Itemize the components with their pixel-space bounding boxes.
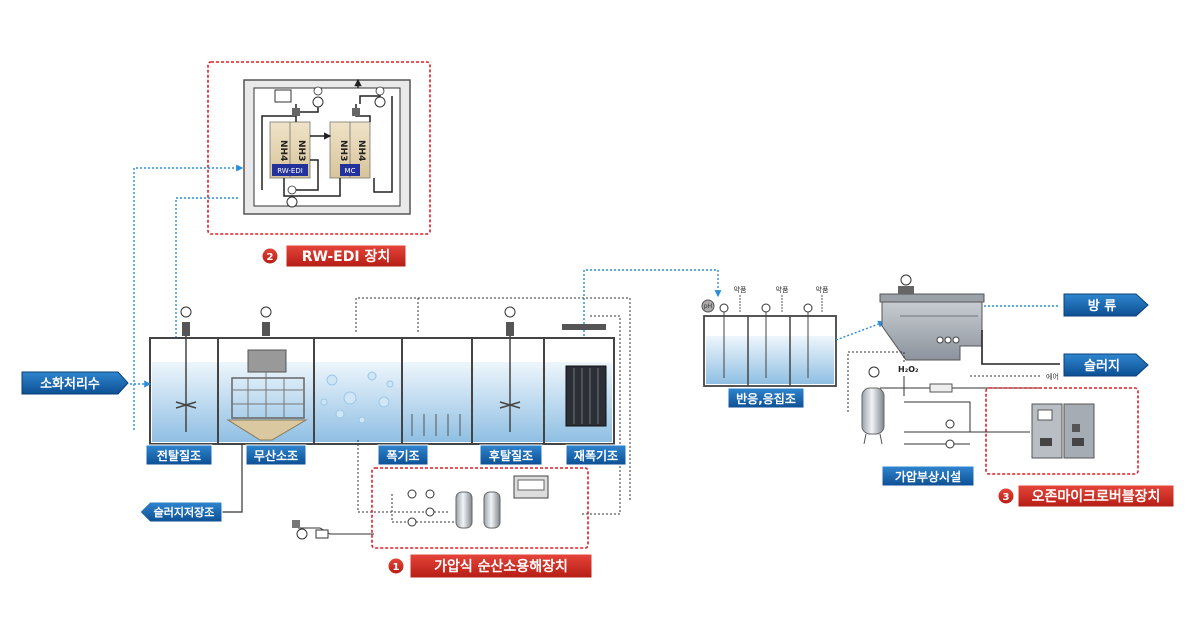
svg-text:무산소조: 무산소조	[254, 448, 298, 463]
edi-cell2-nh4: NH4	[356, 140, 366, 161]
sludge-output-arrow[interactable]: 슬러지	[1063, 353, 1149, 377]
pump-icon	[945, 419, 955, 429]
oxygen-device[interactable]	[382, 475, 549, 529]
svg-text:전탈질조: 전탈질조	[157, 448, 201, 463]
mixer-icon	[719, 303, 813, 378]
influent-arrow[interactable]: 소화처리수	[21, 371, 129, 395]
membrane-module	[562, 324, 607, 427]
mc-tag: MC	[345, 167, 356, 175]
rw-edi-highlight-box	[207, 61, 431, 235]
ozone-device-highlight-box	[985, 387, 1139, 475]
oxygen-tank	[455, 491, 473, 529]
motor-icon	[287, 86, 385, 195]
rw-edi-tag: RW-EDI	[277, 167, 303, 175]
svg-text:1: 1	[393, 562, 400, 573]
oxygen-tank	[483, 491, 501, 529]
svg-text:RW-EDI 장치: RW-EDI 장치	[302, 248, 390, 265]
svg-text:방 류: 방 류	[1088, 298, 1116, 314]
tank-label-stripping[interactable]: 전탈질조	[145, 444, 213, 466]
tank-label-reaeration[interactable]: 재폭기조	[565, 444, 627, 466]
air-intake-assembly	[292, 520, 374, 540]
h2o2-label: H₂O₂	[898, 365, 919, 374]
oxygen-device-highlight-box	[371, 467, 589, 549]
anoxic-clarifier	[226, 306, 308, 441]
pump-icon	[374, 96, 386, 108]
pressure-tank	[861, 366, 885, 445]
sludge-storage-label[interactable]: 슬러지저장조	[139, 501, 223, 523]
chem-label: 약품	[776, 285, 789, 294]
svg-text:재폭기조: 재폭기조	[574, 448, 618, 463]
tank-label-anoxic[interactable]: 무산소조	[245, 444, 307, 466]
svg-text:가압식 순산소용해장치: 가압식 순산소용해장치	[434, 558, 568, 575]
device-3-label[interactable]: 3 오존마이크로버블장치	[997, 484, 1175, 508]
svg-text:후탈질조: 후탈질조	[489, 448, 533, 463]
diffuser-icon	[411, 414, 461, 436]
pump-icon	[286, 196, 298, 208]
aeration-bubbles	[320, 371, 394, 424]
svg-text:소화처리수: 소화처리수	[40, 376, 100, 392]
svg-text:가압부상시설: 가압부상시설	[895, 469, 961, 484]
chem-label: 약품	[734, 285, 747, 294]
daf-unit	[879, 274, 985, 361]
mixer-icon	[175, 306, 197, 432]
pump-icon	[312, 96, 324, 108]
svg-text:반응,응집조: 반응,응집조	[736, 391, 796, 406]
device-1-label[interactable]: 1 가압식 순산소용해장치	[387, 553, 593, 579]
svg-text:슬러지: 슬러지	[1084, 358, 1120, 374]
chem-label: 약품	[816, 285, 829, 294]
svg-text:2: 2	[267, 252, 274, 263]
svg-text:슬러지저장조: 슬러지저장조	[154, 505, 215, 519]
ph-label: pH	[704, 303, 712, 310]
pump-icon	[945, 439, 955, 449]
edi-cell2-nh3: NH3	[338, 140, 348, 161]
tank-label-post-denit[interactable]: 후탈질조	[479, 444, 543, 466]
air-label: 에어	[1046, 372, 1059, 381]
edi-cell1-nh3: NH3	[296, 140, 306, 161]
svg-text:오존마이크로버블장치: 오존마이크로버블장치	[1032, 488, 1161, 505]
tank-label-aeration[interactable]: 폭기조	[377, 444, 429, 466]
tank-label-daf[interactable]: 가압부상시설	[881, 465, 975, 487]
ozone-generator[interactable]	[1031, 403, 1095, 459]
ph-sensor-icon	[701, 299, 715, 313]
tank-label-reaction[interactable]: 반응,응집조	[727, 387, 805, 409]
device-2-label[interactable]: 2 RW-EDI 장치	[261, 244, 407, 268]
mixer-icon	[499, 306, 521, 432]
svg-text:폭기조: 폭기조	[386, 448, 419, 463]
monitor-icon	[274, 89, 292, 103]
discharge-arrow[interactable]: 방 류	[1063, 293, 1149, 317]
edi-cell1-nh4: NH4	[278, 140, 288, 161]
svg-text:3: 3	[1003, 492, 1010, 503]
